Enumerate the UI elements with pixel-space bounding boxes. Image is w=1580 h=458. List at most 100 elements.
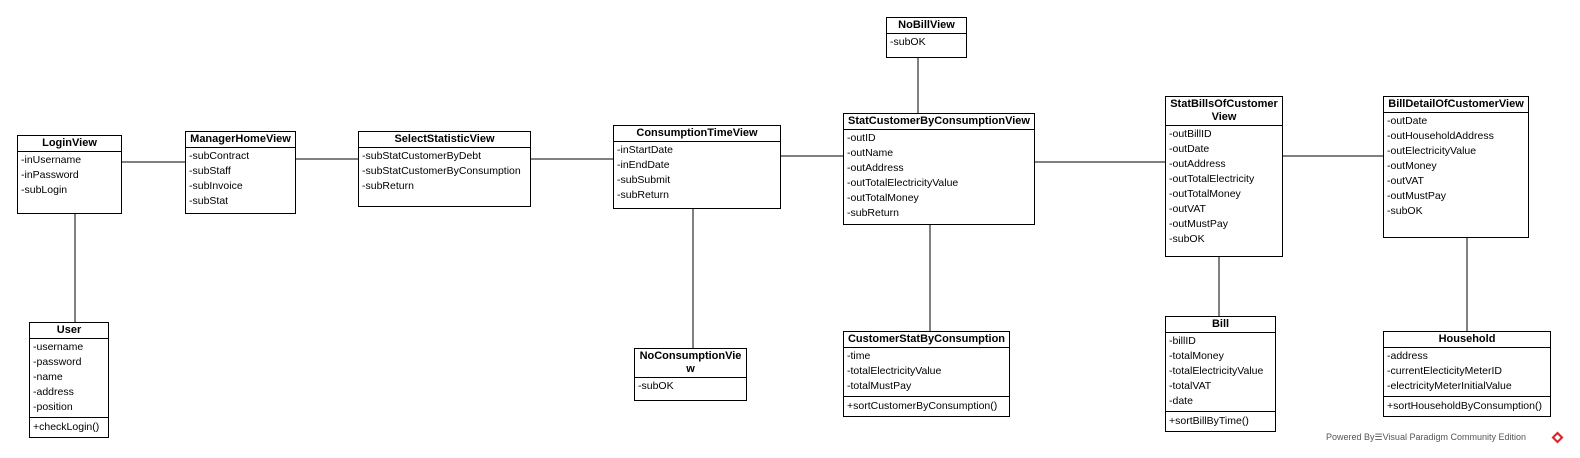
attribute-compartment: -subOK: [887, 34, 966, 53]
class-attribute: -subStat: [189, 195, 229, 207]
class-name: CustomerStatByConsumption: [844, 332, 1009, 348]
operation-compartment: +sortCustomerByConsumption(): [844, 396, 1009, 416]
class-attribute: -address: [1387, 350, 1428, 362]
class-name: NoConsumptionView: [635, 349, 746, 378]
class-box-user[interactable]: User -username -password -name -address -posi…: [29, 322, 109, 438]
class-attribute: -electricityMeterInitialValue: [1387, 380, 1512, 392]
class-box-household[interactable]: Household -address -currentElecticityMeter…: [1383, 331, 1551, 417]
class-attribute: -subStaff: [189, 165, 231, 177]
class-attribute: -outTotalMoney: [847, 192, 919, 204]
class-attribute: -subOK: [890, 36, 926, 48]
class-attribute: -outTotalElectricityValue: [847, 177, 959, 189]
attribute-compartment: -outBillID -outDate -outAddress -outTotalEl…: [1166, 126, 1282, 250]
class-box-no-bill-view[interactable]: NoBillView -subOK: [886, 17, 967, 58]
class-box-stat-bills-of-customer-view[interactable]: StatBillsOfCustomerView -outBillID -outDat…: [1165, 96, 1283, 257]
class-attribute: -outBillID: [1169, 128, 1212, 140]
class-attribute: -subReturn: [362, 180, 414, 192]
class-attribute: -outAddress: [847, 162, 904, 174]
class-box-stat-customer-by-consumption-view[interactable]: StatCustomerByConsumptionView -outID -outN…: [843, 113, 1035, 225]
class-box-customer-stat-by-consumption[interactable]: CustomerStatByConsumption-time-totalElec…: [843, 331, 1010, 417]
operation-compartment: +sortBillByTime(): [1166, 411, 1275, 431]
class-operation: +sortBillByTime(): [1169, 415, 1249, 427]
class-attribute: -password: [33, 356, 82, 368]
attribute-compartment: -address -currentElecticityMeterID -electr…: [1384, 348, 1550, 397]
attribute-compartment: -subStatCustomerByDebt -subStatCustomerBy…: [359, 148, 530, 197]
class-attribute: -inEndDate: [617, 159, 670, 171]
class-attribute: -totalMoney: [1169, 350, 1224, 362]
class-attribute: -outDate: [1387, 115, 1428, 127]
class-attribute: -username: [33, 341, 84, 353]
attribute-compartment: -subOK: [635, 378, 746, 397]
class-box-manager-home-view[interactable]: ManagerHomeView-subContract-subStaff-sub…: [185, 131, 296, 214]
class-attribute: -outVAT: [1387, 175, 1424, 187]
class-name: StatCustomerByConsumptionView: [844, 114, 1034, 130]
attribute-compartment: -time-totalElectricityValue-totalMustPay: [844, 348, 1009, 397]
class-attribute: -outHouseholdAddress: [1387, 130, 1494, 142]
attribute-compartment: -billID-totalMoney-totalElectricityValue…: [1166, 333, 1275, 412]
class-attribute: -subStatCustomerByConsumption: [362, 165, 521, 177]
class-attribute: -inStartDate: [617, 144, 674, 156]
class-name: LoginView: [18, 136, 121, 152]
visual-paradigm-logo-icon: [1551, 431, 1564, 444]
class-attribute: -currentElecticityMeterID: [1387, 365, 1502, 377]
class-name: BillDetailOfCustomerView: [1384, 97, 1528, 113]
class-attribute: -date: [1169, 395, 1193, 407]
class-name: StatBillsOfCustomerView: [1166, 97, 1282, 126]
class-box-bill-detail-of-customer-view[interactable]: BillDetailOfCustomerView -outDate -outHous…: [1383, 96, 1529, 238]
class-attribute: -outElectricityValue: [1387, 145, 1477, 157]
attribute-compartment: -outDate -outHouseholdAddress -outElectric…: [1384, 113, 1528, 222]
watermark-text: Powered By☰Visual Paradigm Community Edi…: [1326, 432, 1526, 442]
operation-compartment: +sortHouseholdByConsumption(): [1384, 396, 1550, 416]
attribute-compartment: -inStartDate -inEndDate -subSubmit -subRetu…: [614, 142, 780, 206]
class-name: SelectStatisticView: [359, 132, 530, 148]
class-attribute: -subSubmit: [617, 174, 671, 186]
class-attribute: -subReturn: [617, 189, 669, 201]
class-name: User: [30, 323, 108, 339]
class-name: Bill: [1166, 317, 1275, 333]
class-attribute: -address: [33, 386, 74, 398]
attribute-compartment: -outID -outName -outAddress -outTotalElectr…: [844, 130, 1034, 224]
operation-compartment: +checkLogin(): [30, 417, 108, 437]
attribute-compartment: -username -password -name -address -position: [30, 339, 108, 418]
class-attribute: -subLogin: [21, 184, 68, 196]
class-operation: +checkLogin(): [33, 421, 100, 433]
class-operation: +sortCustomerByConsumption(): [847, 400, 998, 412]
class-attribute: -subContract: [189, 150, 250, 162]
class-attribute: -name: [33, 371, 63, 383]
class-attribute: -inUsername: [21, 154, 82, 166]
class-attribute: -outName: [847, 147, 894, 159]
class-attribute: -inPassword: [21, 169, 79, 181]
class-name: Household: [1384, 332, 1550, 348]
class-box-select-statistic-view[interactable]: SelectStatisticView-subStatCustomerByDeb…: [358, 131, 531, 207]
class-attribute: -subOK: [638, 380, 674, 392]
class-attribute: -subStatCustomerByDebt: [362, 150, 482, 162]
class-name: ConsumptionTimeView: [614, 126, 780, 142]
class-attribute: -outVAT: [1169, 203, 1206, 215]
class-attribute: -totalElectricityValue: [847, 365, 942, 377]
class-box-login-view[interactable]: LoginView -inUsername -inPassword -subLogin: [17, 135, 122, 214]
class-attribute: -subOK: [1387, 205, 1423, 217]
class-attribute: -outTotalMoney: [1169, 188, 1241, 200]
class-attribute: -totalElectricityValue: [1169, 365, 1264, 377]
class-name: ManagerHomeView: [186, 132, 295, 148]
class-attribute: -outMoney: [1387, 160, 1437, 172]
class-attribute: -outMustPay: [1387, 190, 1446, 202]
class-attribute: -subReturn: [847, 207, 899, 219]
class-attribute: -subOK: [1169, 233, 1205, 245]
class-attribute: -outAddress: [1169, 158, 1226, 170]
class-box-bill[interactable]: Bill-billID-totalMoney-totalElectricityV…: [1165, 316, 1276, 432]
class-box-consumption-time-view[interactable]: ConsumptionTimeView -inStartDate -inEndDat…: [613, 125, 781, 209]
attribute-compartment: -inUsername -inPassword -subLogin: [18, 152, 121, 201]
class-attribute: -outTotalElectricity: [1169, 173, 1255, 185]
class-attribute: -totalVAT: [1169, 380, 1212, 392]
class-name: NoBillView: [887, 18, 966, 34]
attribute-compartment: -subContract -subStaff -subInvoice -subStat: [186, 148, 295, 212]
class-attribute: -outDate: [1169, 143, 1210, 155]
class-attribute: -subInvoice: [189, 180, 243, 192]
class-attribute: -totalMustPay: [847, 380, 912, 392]
class-attribute: -outMustPay: [1169, 218, 1228, 230]
class-attribute: -position: [33, 401, 73, 413]
class-box-no-consumption-view[interactable]: NoConsumptionView -subOK: [634, 348, 747, 401]
class-attribute: -outID: [847, 132, 876, 144]
